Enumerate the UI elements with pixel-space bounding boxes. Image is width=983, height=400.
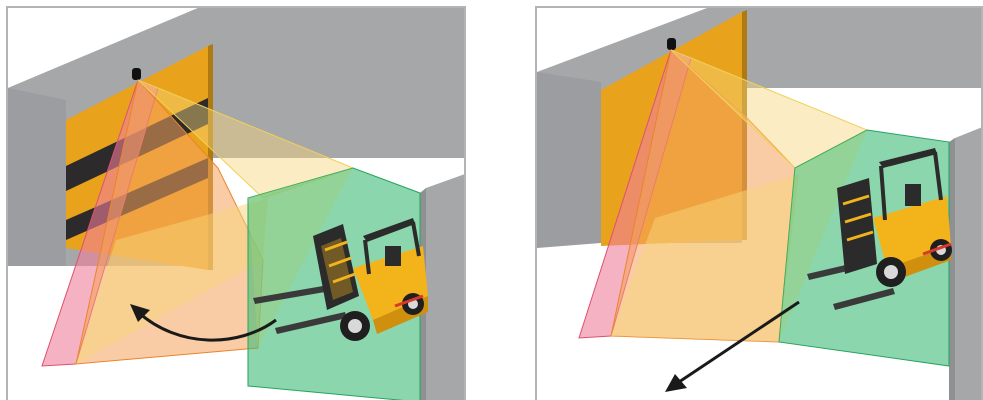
right-pillar-edge (949, 138, 955, 400)
panel-left-door-closing (6, 6, 466, 400)
left-wall (537, 72, 601, 248)
right-pillar (426, 173, 466, 400)
scene-right (537, 8, 983, 400)
motion-sensor-icon (132, 68, 141, 80)
motion-sensor-icon (667, 38, 676, 50)
left-wall (8, 88, 66, 266)
upper-wall (742, 8, 983, 88)
scene-left (8, 8, 466, 400)
right-pillar (955, 126, 983, 400)
panel-right-door-open (535, 6, 983, 400)
